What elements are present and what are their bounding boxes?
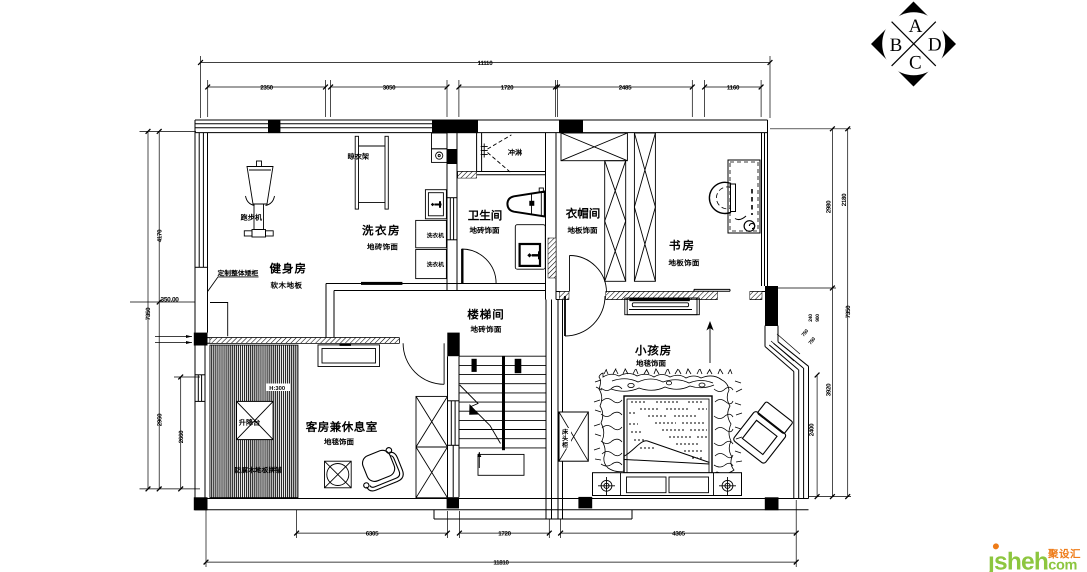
- svg-text:11810: 11810: [493, 560, 509, 567]
- svg-text:定制整体矮柜: 定制整体矮柜: [218, 270, 259, 278]
- svg-text:7350: 7350: [845, 305, 852, 318]
- svg-text:7350: 7350: [145, 307, 152, 320]
- svg-text:地砖饰面: 地砖饰面: [367, 243, 398, 252]
- svg-text:洗衣机: 洗衣机: [427, 232, 445, 240]
- svg-text:洗衣机: 洗衣机: [427, 260, 445, 268]
- svg-text:地砖饰面: 地砖饰面: [471, 325, 502, 334]
- svg-text:900: 900: [815, 314, 821, 322]
- svg-text:H:300: H:300: [269, 385, 285, 392]
- svg-text:2960: 2960: [157, 413, 164, 426]
- svg-text:2400: 2400: [809, 423, 816, 436]
- svg-text:衣帽间: 衣帽间: [566, 208, 601, 221]
- svg-text:2485: 2485: [619, 84, 632, 91]
- svg-text:A: A: [909, 16, 923, 37]
- svg-text:地板饰面: 地板饰面: [669, 259, 700, 268]
- svg-text:健身房: 健身房: [270, 263, 308, 276]
- svg-text:2350: 2350: [260, 84, 273, 91]
- svg-text:柜: 柜: [561, 441, 569, 449]
- svg-text:地板饰面: 地板饰面: [568, 226, 598, 235]
- svg-text:350.00: 350.00: [161, 297, 180, 304]
- svg-text:头: 头: [562, 435, 569, 443]
- svg-text:1720: 1720: [501, 84, 514, 91]
- svg-text:卫生间: 卫生间: [468, 209, 503, 222]
- svg-text:.com: .com: [1045, 558, 1078, 572]
- svg-text:书房: 书房: [669, 240, 696, 253]
- svg-text:2180: 2180: [841, 193, 848, 206]
- svg-text:6305: 6305: [366, 531, 379, 538]
- svg-text:4305: 4305: [672, 531, 685, 538]
- svg-text:B: B: [890, 35, 903, 56]
- svg-text:750: 750: [801, 328, 811, 338]
- svg-text:冲淋: 冲淋: [508, 148, 523, 157]
- svg-text:1160: 1160: [727, 84, 740, 91]
- svg-text:跑步机: 跑步机: [241, 213, 263, 222]
- svg-text:地毯饰面: 地毯饰面: [324, 438, 354, 447]
- svg-text:11110: 11110: [478, 60, 494, 67]
- svg-text:软木地板: 软木地板: [271, 281, 303, 290]
- svg-text:地毯饰面: 地毯饰面: [636, 359, 666, 368]
- svg-text:3920: 3920: [826, 383, 833, 396]
- svg-text:洗衣房: 洗衣房: [362, 225, 401, 238]
- svg-text:防腐木地板拼铺: 防腐木地板拼铺: [235, 467, 283, 475]
- svg-text:晾衣架: 晾衣架: [348, 152, 370, 161]
- svg-text:客房兼休息室: 客房兼休息室: [305, 420, 378, 434]
- svg-text:楼梯间: 楼梯间: [467, 308, 505, 321]
- svg-text:2980: 2980: [826, 200, 833, 213]
- svg-text:jsheh: jsheh: [987, 549, 1048, 572]
- svg-text:750: 750: [808, 336, 818, 346]
- svg-text:C: C: [909, 53, 922, 74]
- svg-text:D: D: [928, 35, 942, 56]
- svg-text:240: 240: [808, 314, 814, 322]
- svg-text:3050: 3050: [383, 84, 396, 91]
- svg-text:4170: 4170: [157, 229, 164, 242]
- svg-text:小孩房: 小孩房: [635, 344, 672, 358]
- svg-text:地砖饰面: 地砖饰面: [470, 226, 500, 235]
- svg-text:1720: 1720: [498, 531, 511, 538]
- svg-text:升降台: 升降台: [238, 418, 261, 427]
- svg-text:床: 床: [562, 428, 569, 436]
- svg-text:聚设汇: 聚设汇: [1047, 549, 1081, 561]
- svg-text:2660: 2660: [178, 430, 185, 443]
